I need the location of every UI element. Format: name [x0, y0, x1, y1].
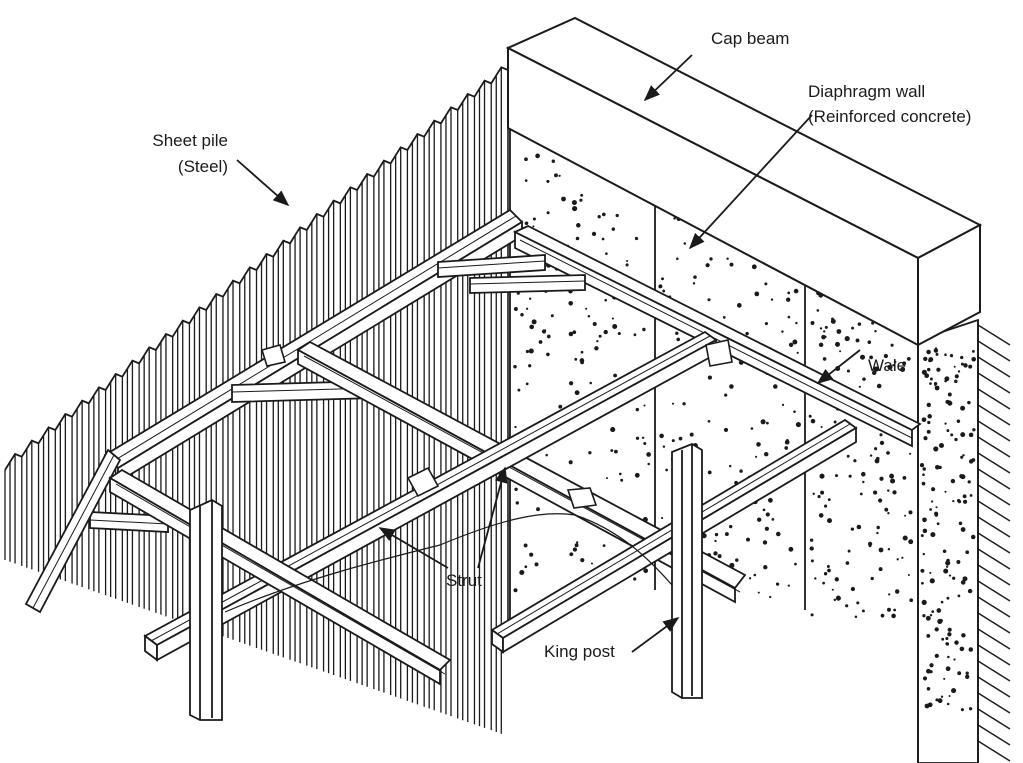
- strut-leader-right: [477, 466, 508, 569]
- strut-leader-left: [378, 527, 449, 569]
- sheet-pile-leader: [236, 159, 290, 207]
- diaphragm-wall-leader: [688, 114, 813, 250]
- wale-left-lower: [24, 448, 122, 614]
- wale-label: Wale: [868, 356, 907, 375]
- excavation-base: [224, 513, 673, 613]
- diaphragm-wall-sublabel: (Reinforced concrete): [808, 107, 972, 126]
- sheet-pile-label: Sheet pile: [152, 131, 228, 150]
- king-post-right: [671, 442, 703, 699]
- king-post-left: [189, 498, 223, 721]
- splice-plates: [260, 339, 733, 509]
- cap-beam-leader: [643, 54, 693, 102]
- wale-leader: [816, 349, 861, 385]
- sheet-pile-sublabel: (Steel): [177, 157, 228, 176]
- cap-beam-label: Cap beam: [711, 29, 790, 48]
- strut-label: Strut: [446, 571, 482, 590]
- cap-beam: [505, 16, 983, 347]
- king-post-leader: [631, 617, 680, 653]
- corner-brace-struts: [89, 254, 586, 533]
- king-post-label: King post: [544, 642, 615, 661]
- diaphragm-wall-label: Diaphragm wall: [808, 82, 926, 101]
